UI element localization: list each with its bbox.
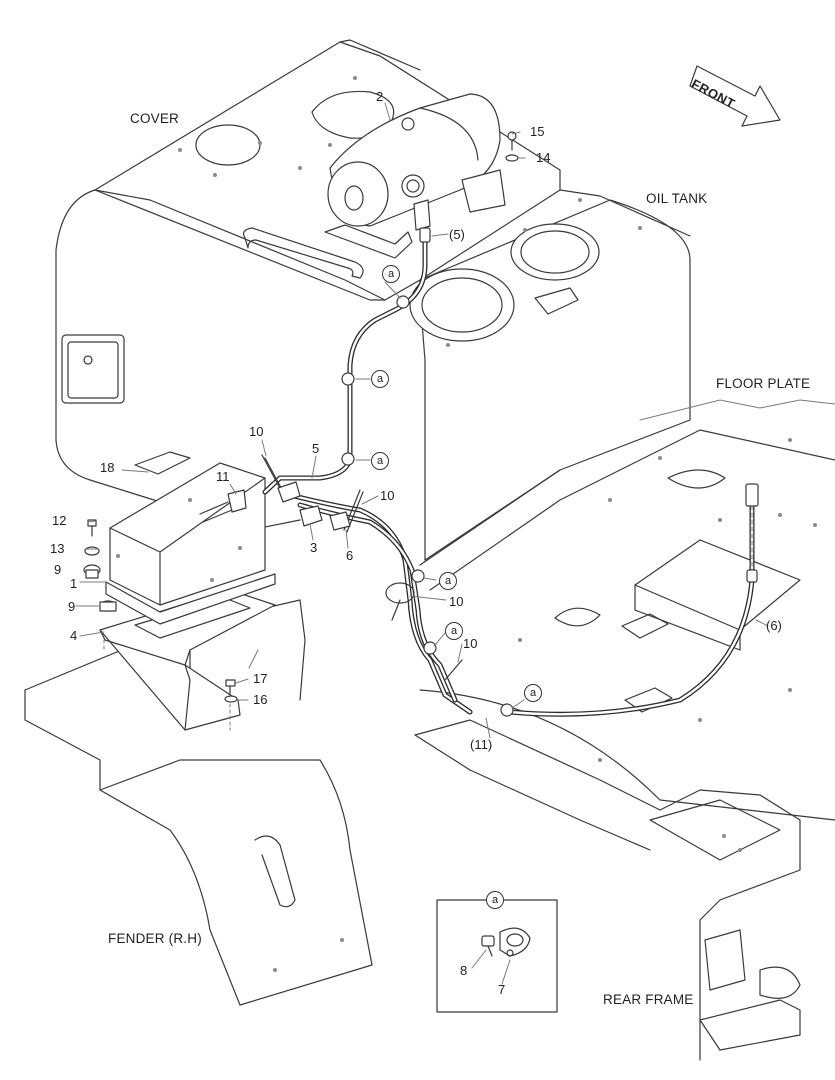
- hose-5: [262, 237, 428, 495]
- detail-a-box: [436, 899, 558, 1013]
- callout-10-b: 10: [380, 488, 395, 503]
- callout-11: 11: [216, 469, 230, 484]
- cable-ties: [261, 454, 463, 681]
- callout-6-ref: (6): [766, 618, 782, 633]
- callout-5-ref: (5): [449, 227, 465, 242]
- rear-frame: [414, 719, 801, 1061]
- callout-11-ref: (11): [470, 737, 493, 752]
- callout-2: 2: [376, 89, 384, 104]
- detail-ref-marker: a: [445, 622, 463, 640]
- callout-14: 14: [536, 150, 551, 165]
- fittings: [277, 481, 351, 531]
- cover-panel: [55, 39, 561, 531]
- callout-9-b: 9: [68, 599, 76, 614]
- callout-9-a: 9: [54, 562, 62, 577]
- callout-1: 1: [70, 576, 78, 591]
- control-box: [105, 451, 276, 625]
- fender-label: FENDER (R.H): [108, 931, 202, 946]
- floor-plate: [419, 399, 835, 821]
- detail-ref-marker: a: [382, 265, 400, 283]
- callout-16: 16: [253, 692, 268, 707]
- hose-bundle: [287, 492, 473, 715]
- callout-8: 8: [460, 963, 468, 978]
- callout-13: 13: [50, 541, 65, 556]
- callout-10-d: 10: [463, 636, 478, 651]
- callout-10-c: 10: [449, 594, 464, 609]
- leader-lines: [75, 102, 769, 985]
- detail-ref-marker: a: [524, 684, 542, 702]
- callout-4: 4: [70, 628, 78, 643]
- detail-ref-marker: a: [371, 370, 389, 388]
- front-arrow-icon: [689, 65, 781, 127]
- cover-label: COVER: [130, 111, 180, 126]
- detail-ref-marker: a: [439, 572, 457, 590]
- accumulator: [324, 93, 519, 259]
- callout-12: 12: [52, 513, 67, 528]
- callout-10-a: 10: [249, 424, 264, 439]
- callout-6: 6: [346, 548, 354, 563]
- callout-5: 5: [312, 441, 320, 456]
- callout-17: 17: [253, 671, 268, 686]
- detail-box-ref-marker: a: [486, 891, 504, 909]
- oil-tank-label: OIL TANK: [646, 191, 708, 206]
- callout-18: 18: [100, 460, 115, 475]
- callout-15: 15: [530, 124, 545, 139]
- hose-6: [507, 483, 759, 717]
- floor-plate-label: FLOOR PLATE: [716, 376, 811, 391]
- callout-3: 3: [310, 540, 318, 555]
- detail-ref-marker: a: [371, 452, 389, 470]
- oil-tank: [409, 189, 691, 566]
- callout-7: 7: [498, 982, 506, 997]
- hose-clamps: [341, 295, 514, 717]
- rear-frame-label: REAR FRAME: [603, 992, 694, 1007]
